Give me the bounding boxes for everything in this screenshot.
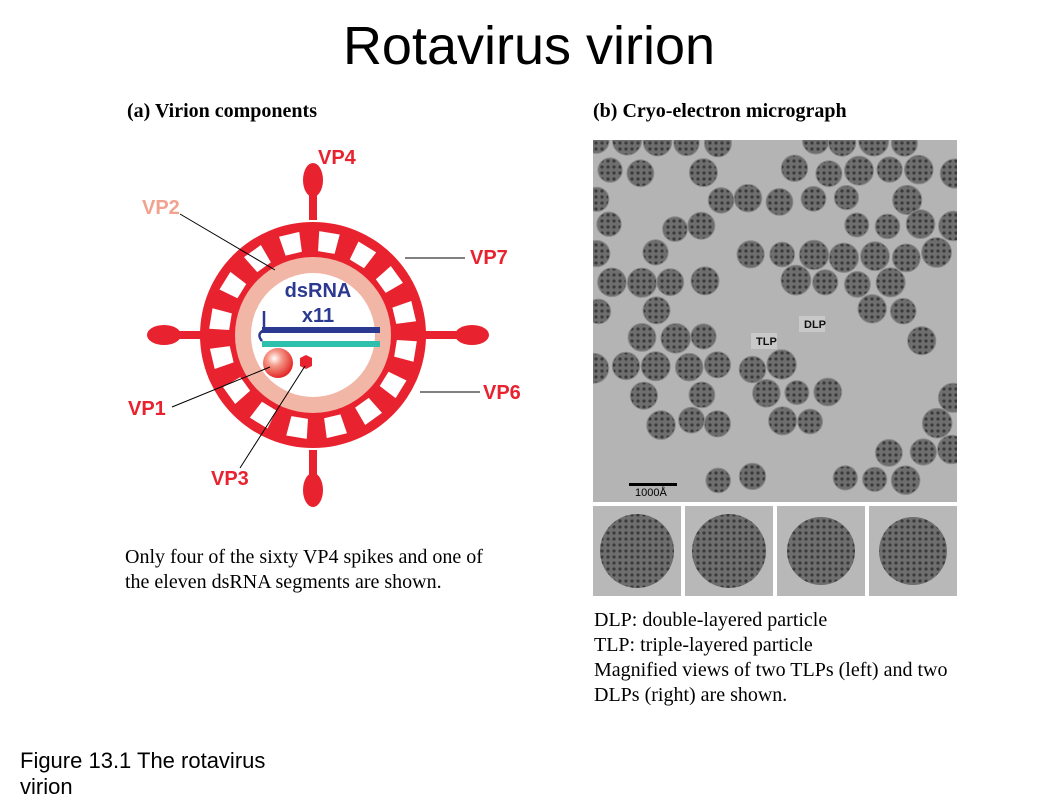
dsrna-strand-blue (262, 327, 380, 333)
panel-b-legend-line: DLPs (right) are shown. (594, 684, 788, 706)
vp4-spikes (147, 163, 489, 507)
label-dsrna: dsRNA (285, 280, 352, 302)
label-vp4: VP4 (318, 147, 357, 169)
scale-bar-label: 1000Å (635, 486, 667, 499)
micrograph-label-tlp: TLP (756, 336, 777, 348)
label-vp7: VP7 (470, 247, 508, 269)
leader-lines (171, 213, 480, 469)
vp4-spike-bottom (303, 473, 323, 507)
label-vp2: VP2 (142, 197, 180, 219)
figure-caption-line: virion (20, 774, 73, 799)
inset-tlp-1 (593, 506, 681, 596)
panel-b-legend-line: TLP: triple-layered particle (594, 634, 813, 656)
scale-bar (629, 483, 677, 486)
figure-caption: Figure 13.1 The rotavirus virion (20, 748, 320, 800)
dsrna-cap-hook (258, 311, 266, 342)
inset-dlp-1 (777, 506, 865, 596)
slide-title: Rotavirus virion (342, 16, 716, 76)
magnified-views (593, 506, 957, 596)
panel-b-heading: (b) Cryo-electron micrograph (593, 100, 847, 122)
panel-a-note: Only four of the sixty VP4 spikes and on… (125, 545, 483, 595)
vp3-hexagon (300, 355, 312, 369)
label-vp3: VP3 (211, 468, 249, 490)
panel-a-heading: (a) Virion components (127, 100, 317, 122)
dsrna-strand-teal (262, 341, 380, 347)
label-vp1: VP1 (128, 398, 166, 420)
label-vp6: VP6 (483, 382, 521, 404)
virion-diagram: VP4 VP2 VP7 VP6 VP1 VP3 dsRNA x11 (128, 147, 521, 507)
panel-b-legend-line: DLP: double-layered particle (594, 609, 828, 631)
cryo-em-micrograph: DLP TLP 1000Å (593, 140, 957, 502)
inset-tlp-2 (685, 506, 773, 596)
micrograph-label-dlp: DLP (804, 319, 826, 331)
inset-dlp-2 (869, 506, 957, 596)
panel-a-note-line: Only four of the sixty VP4 spikes and on… (125, 546, 483, 568)
vp4-spike-left (147, 325, 181, 345)
figure-caption-line: Figure 13.1 The rotavirus (20, 748, 266, 773)
vp4-spike-right (455, 325, 489, 345)
panel-b-legend: DLP: double-layered particle TLP: triple… (594, 608, 947, 708)
virion-particles (593, 140, 957, 496)
panel-b-legend-line: Magnified views of two TLPs (left) and t… (594, 659, 948, 681)
vp4-spike-top (303, 163, 323, 197)
label-x11: x11 (302, 305, 334, 327)
vp1-sphere (263, 348, 293, 378)
panel-a-note-line: the eleven dsRNA segments are shown. (125, 571, 442, 593)
